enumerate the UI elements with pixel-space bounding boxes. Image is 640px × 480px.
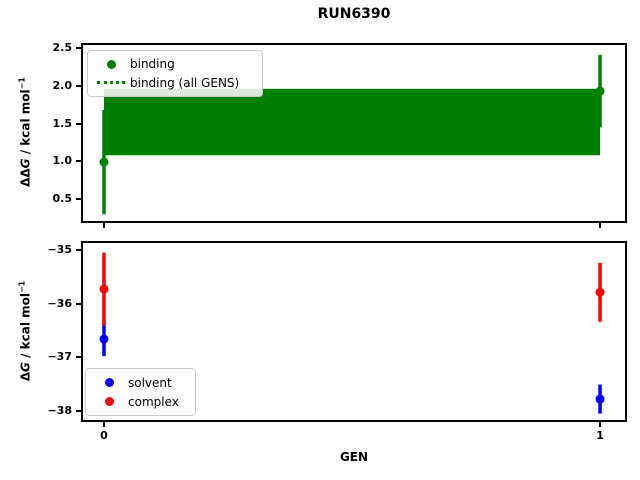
x-tick-mark bbox=[599, 422, 602, 427]
legend-item-binding: binding bbox=[92, 56, 254, 73]
legend-label-solvent: solvent bbox=[128, 375, 172, 390]
bottom-ylabel-exponent: −1 bbox=[17, 280, 27, 294]
binding-marker-icon bbox=[92, 59, 130, 69]
x-tick-label: 0 bbox=[100, 429, 108, 442]
dotted-line-icon bbox=[92, 81, 130, 85]
complex-point-gen1 bbox=[595, 287, 605, 297]
y-tick-label: 0.5 bbox=[52, 192, 73, 206]
top-ylabel-exponent: −1 bbox=[17, 77, 27, 90]
top-y-axis-label: ΔΔG / kcal mol−1 bbox=[18, 77, 33, 187]
bottom-y-axis-label: ΔG / kcal mol−1 bbox=[18, 281, 33, 382]
bottom-legend: solvent complex bbox=[85, 368, 196, 416]
y-tick-label: −38 bbox=[47, 403, 72, 417]
top-plot-canvas bbox=[99, 54, 605, 215]
y-tick-label: −37 bbox=[47, 350, 72, 364]
y-tick-mark bbox=[76, 409, 81, 412]
bottom-subplot-axes: solvent complex −38 −37 −36 −35 0 1 bbox=[47, 241, 627, 442]
top-subplot-axes: binding binding (all GENS) 0.5 1.0 1.5 2.0 2… bbox=[53, 41, 627, 228]
legend-item-solvent: solvent bbox=[90, 374, 187, 391]
y-tick-mark bbox=[76, 122, 81, 125]
y-tick-mark bbox=[76, 84, 81, 87]
y-tick-mark bbox=[76, 160, 81, 163]
y-tick-mark bbox=[76, 302, 81, 305]
top-ylabel-prefix: ΔΔ bbox=[18, 168, 33, 187]
legend-label-binding: binding bbox=[130, 57, 175, 72]
legend-item-complex: complex bbox=[90, 393, 187, 410]
top-legend: binding binding (all GENS) bbox=[87, 50, 263, 97]
top-ylabel-variable: G bbox=[18, 158, 33, 169]
bottom-plot-canvas bbox=[99, 252, 605, 414]
bottom-ylabel-variable: G bbox=[18, 362, 33, 372]
y-tick-label: −35 bbox=[47, 242, 72, 256]
y-tick-mark bbox=[76, 248, 81, 251]
solvent-point-gen0 bbox=[99, 334, 109, 344]
solvent-marker-icon bbox=[90, 378, 128, 387]
legend-label-binding-all-gens: binding (all GENS) bbox=[130, 75, 240, 90]
bottom-ylabel-units: / kcal mol bbox=[18, 293, 33, 363]
y-tick-label: 2.5 bbox=[52, 41, 73, 55]
bottom-ylabel-prefix: Δ bbox=[18, 371, 33, 382]
x-tick-mark bbox=[102, 223, 105, 228]
x-tick-mark bbox=[599, 223, 602, 228]
x-axis-label: GEN bbox=[339, 450, 369, 464]
band-binding-all-gens- bbox=[103, 88, 601, 156]
binding-point-gen1 bbox=[595, 86, 605, 96]
legend-label-complex: complex bbox=[128, 394, 179, 409]
y-tick-label: 1.0 bbox=[52, 154, 73, 168]
top-ylabel-units: / kcal mol bbox=[18, 89, 33, 159]
binding-point-gen0 bbox=[99, 157, 109, 167]
chart-title: RUN6390 bbox=[317, 6, 391, 22]
y-tick-label: −36 bbox=[47, 296, 72, 310]
complex-marker-icon bbox=[90, 397, 128, 406]
legend-item-binding-all-gens: binding (all GENS) bbox=[92, 75, 254, 92]
y-tick-mark bbox=[76, 198, 81, 201]
solvent-point-gen1 bbox=[595, 394, 605, 404]
x-tick-mark bbox=[102, 422, 105, 427]
y-tick-label: 2.0 bbox=[52, 78, 73, 92]
y-tick-mark bbox=[76, 47, 81, 50]
complex-point-gen0 bbox=[99, 284, 109, 294]
y-tick-mark bbox=[76, 356, 81, 359]
y-tick-label: 1.5 bbox=[52, 116, 73, 130]
x-tick-label: 1 bbox=[596, 429, 604, 442]
